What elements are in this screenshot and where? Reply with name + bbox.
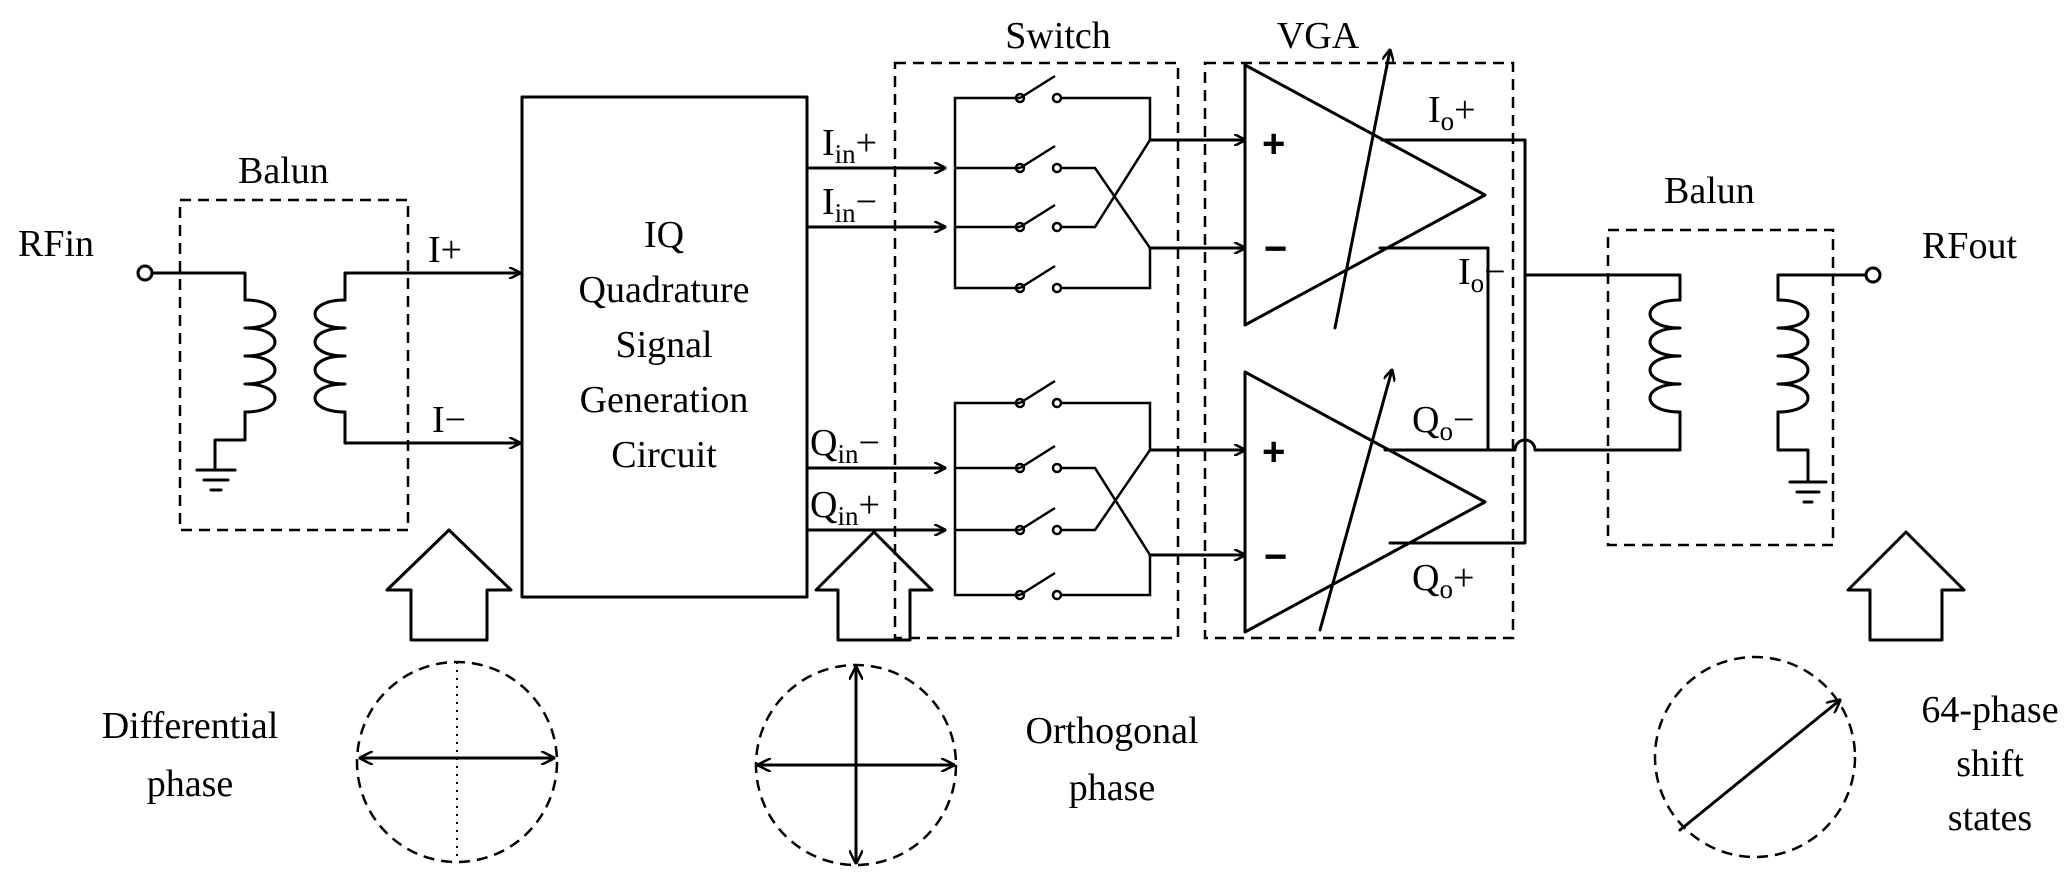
qo-plus-label: Qo+ (1412, 557, 1474, 604)
primary-coil (243, 298, 277, 414)
io-minus-line (1378, 246, 1490, 452)
output-balun: Balun RFout (1606, 170, 2017, 547)
vga-upper-plus: + (1262, 122, 1285, 166)
i-minus-label: I− (432, 399, 466, 441)
hollow-up-arrow-icon (1846, 530, 1966, 642)
switch-network: Switch (893, 15, 1247, 640)
orthogonal-phase-label-2: phase (1069, 767, 1156, 809)
vga-block: VGA + − + − Io+ Io− Qo− Qo+ (1203, 15, 1527, 640)
switch-u3 (1014, 203, 1063, 233)
output-secondary-coil (1776, 298, 1810, 414)
differential-phase-label-1: Differential (102, 705, 279, 747)
vga-lower-minus: − (1264, 535, 1287, 579)
differential-phase-label-2: phase (147, 763, 234, 805)
differential-phase-diagram: Differential phase (102, 660, 559, 864)
iq-line-4: Generation (580, 379, 749, 421)
output-primary-coil (1648, 298, 1682, 414)
ground-icon (1788, 480, 1828, 504)
orthogonal-phase-label-1: Orthogonal (1025, 710, 1198, 752)
switch-l2 (1014, 444, 1063, 474)
phase-states-label-1: 64-phase (1921, 689, 2058, 731)
switch-l3 (1014, 506, 1063, 536)
qin-plus-label: Qin+ (810, 484, 880, 531)
vga-upper-amplifier (1243, 63, 1487, 327)
iq-line-1: IQ (644, 214, 684, 256)
switch-label: Switch (1005, 15, 1111, 57)
i-plus-label: I+ (428, 229, 462, 271)
vga-upper-minus: − (1264, 227, 1287, 271)
hollow-up-arrow-icon (814, 530, 934, 642)
iq-line-3: Signal (615, 324, 712, 366)
switch-u2 (1014, 144, 1063, 174)
vga-label: VGA (1277, 15, 1360, 57)
orthogonal-phase-diagram: Orthogonal phase (754, 663, 1199, 867)
rfout-terminal (1864, 266, 1882, 284)
phase-states-diagram: 64-phase shift states (1653, 655, 2059, 859)
vga-lower-amplifier (1243, 370, 1487, 634)
switch-l1 (1014, 379, 1063, 409)
hollow-up-arrow-icon (385, 528, 513, 642)
qo-minus-label: Qo− (1412, 399, 1474, 446)
switch-u1 (1014, 74, 1063, 104)
output-connections (1486, 273, 1682, 452)
input-balun: Balun RFin I+ I− (18, 150, 522, 532)
vga-lower-plus: + (1262, 430, 1285, 474)
iin-plus-label: Iin+ (822, 122, 877, 169)
iq-output-lines: Iin+ Iin− Qin− Qin+ (805, 122, 947, 531)
switch-l4 (1014, 571, 1063, 601)
io-plus-label: Io+ (1428, 89, 1476, 136)
iq-line-2: Quadrature (579, 269, 750, 311)
rfout-label: RFout (1922, 225, 2017, 267)
input-balun-label: Balun (238, 150, 329, 192)
qin-minus-label: Qin− (810, 422, 880, 469)
phase-states-label-3: states (1948, 797, 2032, 839)
io-minus-label: Io− (1458, 251, 1506, 298)
iq-line-5: Circuit (611, 434, 717, 476)
switch-u4 (1014, 264, 1063, 294)
rfin-label: RFin (18, 223, 94, 265)
rfin-terminal (136, 264, 154, 282)
iin-minus-label: Iin− (822, 181, 877, 228)
io-plus-line (1380, 138, 1527, 545)
phase-states-label-2: shift (1956, 743, 2024, 785)
secondary-coil (313, 298, 347, 414)
iq-quadrature-generator: IQ Quadrature Signal Generation Circuit (520, 95, 809, 599)
output-balun-label: Balun (1664, 170, 1755, 212)
ground-icon (195, 468, 237, 492)
